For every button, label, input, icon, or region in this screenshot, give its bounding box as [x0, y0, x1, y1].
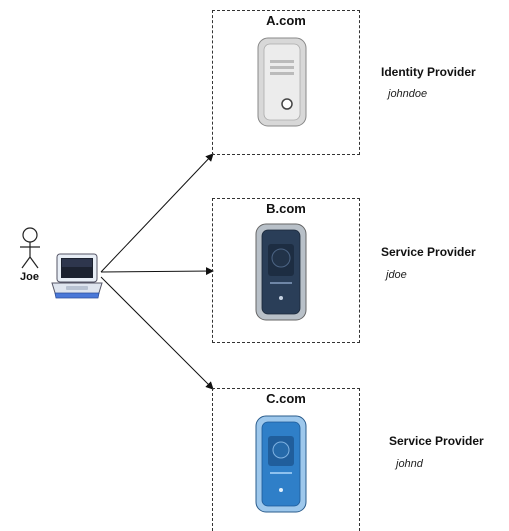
arrow-to-b-com	[100, 267, 214, 276]
site-username-label: johndoe	[388, 88, 428, 100]
site-domain-label: B.com	[266, 201, 306, 216]
site-username-label: jdoe	[386, 269, 407, 281]
arrow-to-c-com	[100, 276, 214, 390]
site-role-label: Service Provider	[381, 245, 476, 259]
stick-figure-icon	[20, 227, 40, 269]
site-username-label: johnd	[396, 458, 423, 470]
site-domain-label: A.com	[266, 13, 306, 28]
site-domain-label: C.com	[266, 391, 306, 406]
site-box-a-com: A.com	[212, 10, 360, 155]
arrow-to-a-com	[100, 153, 214, 273]
site-box-b-com: B.com	[212, 198, 360, 343]
site-box-c-com: C.com	[212, 388, 360, 531]
user-name-label: Joe	[20, 271, 39, 283]
site-role-label: Identity Provider	[381, 65, 476, 79]
laptop-icon	[51, 253, 103, 299]
site-role-label: Service Provider	[389, 434, 484, 448]
